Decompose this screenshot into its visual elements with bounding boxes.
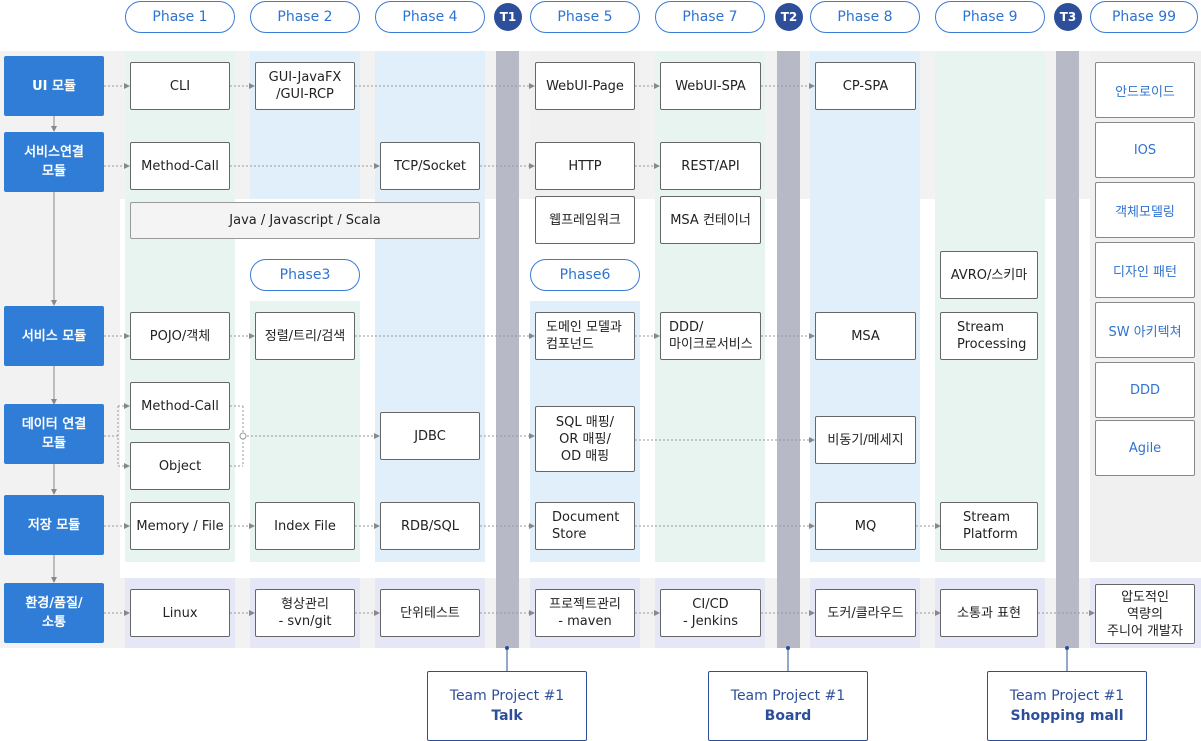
box-method-call: Method-Call [130, 142, 230, 190]
t1-badge: T1 [494, 3, 522, 31]
team-project-label: Team Project #1 [1009, 688, 1125, 704]
box-project-management: 프로젝트관리 - maven [535, 589, 635, 637]
row-environment-quality-communication: 환경/품질/ 소통 [4, 583, 104, 643]
box-async-message: 비동기/메세지 [815, 416, 916, 464]
row-storage-module: 저장 모듈 [4, 495, 104, 555]
box-webui-page: WebUI-Page [535, 62, 635, 110]
phase-8-pill[interactable]: Phase 8 [810, 1, 920, 33]
box-unit-test: 단위테스트 [380, 589, 480, 637]
box-sql-mapping: SQL 매핑/ OR 매핑/ OD 매핑 [535, 406, 635, 472]
phase4-column [375, 51, 485, 562]
phase8-column [810, 51, 920, 562]
phase-3-pill[interactable]: Phase3 [250, 259, 360, 291]
box-webui-spa: WebUI-SPA [660, 62, 761, 110]
phase99-item-agile: Agile [1095, 420, 1195, 476]
box-stream-platform: Stream Platform [940, 502, 1038, 550]
team-project-board[interactable]: Team Project #1 Board [708, 671, 868, 741]
box-vcs: 형상관리 - svn/git [255, 589, 355, 637]
phase-6-pill[interactable]: Phase6 [530, 259, 640, 291]
phase-7-pill[interactable]: Phase 7 [655, 1, 765, 33]
box-dc-object: Object [130, 442, 230, 490]
phase9-column [935, 51, 1045, 562]
row-service-module: 서비스 모듈 [4, 306, 104, 366]
box-ci-cd: CI/CD - Jenkins [660, 589, 761, 637]
box-domain-model: 도메인 모델과 컴포넌드 [535, 312, 635, 360]
team-project-shopping-mall[interactable]: Team Project #1 Shopping mall [987, 671, 1147, 741]
t3-badge: T3 [1054, 3, 1082, 31]
t3-bar [1056, 51, 1079, 648]
phase99-item-object-modeling: 객체모델링 [1095, 182, 1195, 238]
box-dc-method-call: Method-Call [130, 382, 230, 430]
box-communication: 소통과 표현 [940, 589, 1038, 637]
team-project-name: Shopping mall [1010, 708, 1124, 724]
phase99-item-sw-architecture: SW 아키텍쳐 [1095, 302, 1195, 358]
team-project-talk[interactable]: Team Project #1 Talk [427, 671, 587, 741]
box-web-framework: 웹프레임워크 [535, 196, 635, 244]
box-docker-cloud: 도커/클라우드 [815, 589, 916, 637]
box-rdb-sql: RDB/SQL [380, 502, 480, 550]
phase-9-pill[interactable]: Phase 9 [935, 1, 1045, 33]
phase-2-pill[interactable]: Phase 2 [250, 1, 360, 33]
box-msa: MSA [815, 312, 916, 360]
box-mq: MQ [815, 502, 916, 550]
box-rest-api: REST/API [660, 142, 761, 190]
phase-5-pill[interactable]: Phase 5 [530, 1, 640, 33]
row-service-connection-module: 서비스연결 모듈 [4, 132, 104, 192]
box-sort-tree-search: 정렬/트리/검색 [255, 312, 355, 360]
box-linux: Linux [130, 589, 230, 637]
phase-4-pill[interactable]: Phase 4 [375, 1, 485, 33]
box-tcp-socket: TCP/Socket [380, 142, 480, 190]
team-project-label: Team Project #1 [730, 688, 846, 704]
box-cp-spa: CP-SPA [815, 62, 916, 110]
box-ddd-microservice: DDD/ 마이크로서비스 [660, 312, 761, 360]
box-cli: CLI [130, 62, 230, 110]
phase-99-pill[interactable]: Phase 99 [1090, 1, 1198, 33]
box-jdbc: JDBC [380, 412, 480, 460]
t2-badge: T2 [775, 3, 803, 31]
phase99-item-android: 안드로이드 [1095, 62, 1195, 118]
box-gui: GUI-JavaFX /GUI-RCP [255, 62, 355, 110]
phase99-item-ddd: DDD [1095, 362, 1195, 418]
team-project-label: Team Project #1 [449, 688, 565, 704]
box-msa-container: MSA 컨테이너 [660, 196, 761, 244]
phase7-column [655, 51, 765, 562]
box-stream-processing: Stream Processing [940, 312, 1038, 360]
t1-bar [496, 51, 519, 648]
phase99-item-design-pattern: 디자인 패턴 [1095, 242, 1195, 298]
phase-1-pill[interactable]: Phase 1 [125, 1, 235, 33]
box-junior-developer: 압도적인 역량의 주니어 개발자 [1095, 584, 1195, 644]
box-pojo: POJO/객체 [130, 312, 230, 360]
row-ui-module: UI 모듈 [4, 56, 104, 116]
team-project-name: Talk [491, 708, 523, 724]
phase99-item-ios: IOS [1095, 122, 1195, 178]
box-avro-schema: AVRO/스키마 [940, 251, 1038, 299]
box-http: HTTP [535, 142, 635, 190]
t2-bar [777, 51, 800, 648]
row-data-connection-module: 데이터 연결 모듈 [4, 404, 104, 464]
box-document-store: Document Store [535, 502, 635, 550]
team-project-name: Board [764, 708, 812, 724]
box-languages: Java / Javascript / Scala [130, 202, 480, 239]
box-index-file: Index File [255, 502, 355, 550]
box-memory-file: Memory / File [130, 502, 230, 550]
